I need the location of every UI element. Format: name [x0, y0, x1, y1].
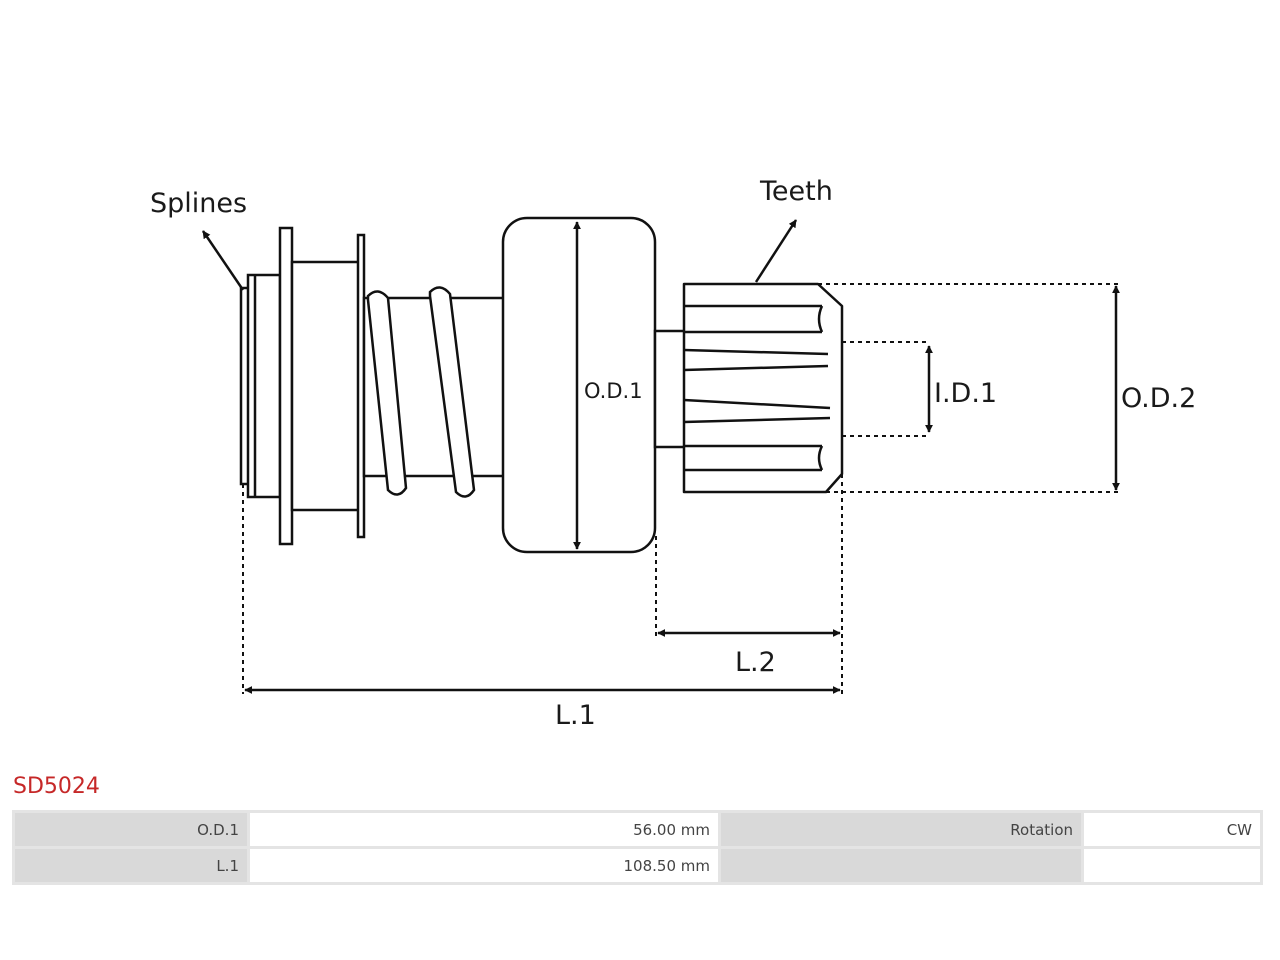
dimension-arrows: [201, 219, 1120, 694]
part-code: SD5024: [13, 774, 100, 799]
spec-value: [1084, 849, 1260, 882]
neck: [653, 329, 687, 449]
spec-label: [721, 849, 1081, 882]
spec-label: O.D.1: [15, 813, 247, 846]
spec-value: CW: [1084, 813, 1260, 846]
label-l1: L.1: [555, 700, 596, 731]
shaft-with-spring: [362, 286, 506, 498]
teeth-pointer: [754, 219, 798, 283]
spec-label: L.1: [15, 849, 247, 882]
specs-table: O.D.1 56.00 mm Rotation CW L.1 108.50 mm: [12, 810, 1263, 885]
pinion-gear: [682, 282, 844, 494]
table-row: L.1 108.50 mm: [15, 849, 1260, 882]
collar: [278, 226, 366, 546]
label-splines: Splines: [150, 188, 247, 219]
starter-drive-diagram: Splines Teeth O.D.1 I.D.1 O.D.2 L.2 L.1: [150, 176, 1196, 731]
label-id1: I.D.1: [934, 378, 997, 409]
label-l2: L.2: [735, 647, 776, 678]
splines-end: [239, 273, 282, 499]
label-od2: O.D.2: [1121, 383, 1196, 414]
label-od1: O.D.1: [584, 379, 643, 403]
spec-label: Rotation: [721, 813, 1081, 846]
splines-pointer: [201, 230, 245, 291]
spec-value: 108.50 mm: [250, 849, 718, 882]
spec-value: 56.00 mm: [250, 813, 718, 846]
table-row: O.D.1 56.00 mm Rotation CW: [15, 813, 1260, 846]
label-teeth: Teeth: [759, 176, 833, 207]
extension-lines: [242, 283, 1118, 694]
